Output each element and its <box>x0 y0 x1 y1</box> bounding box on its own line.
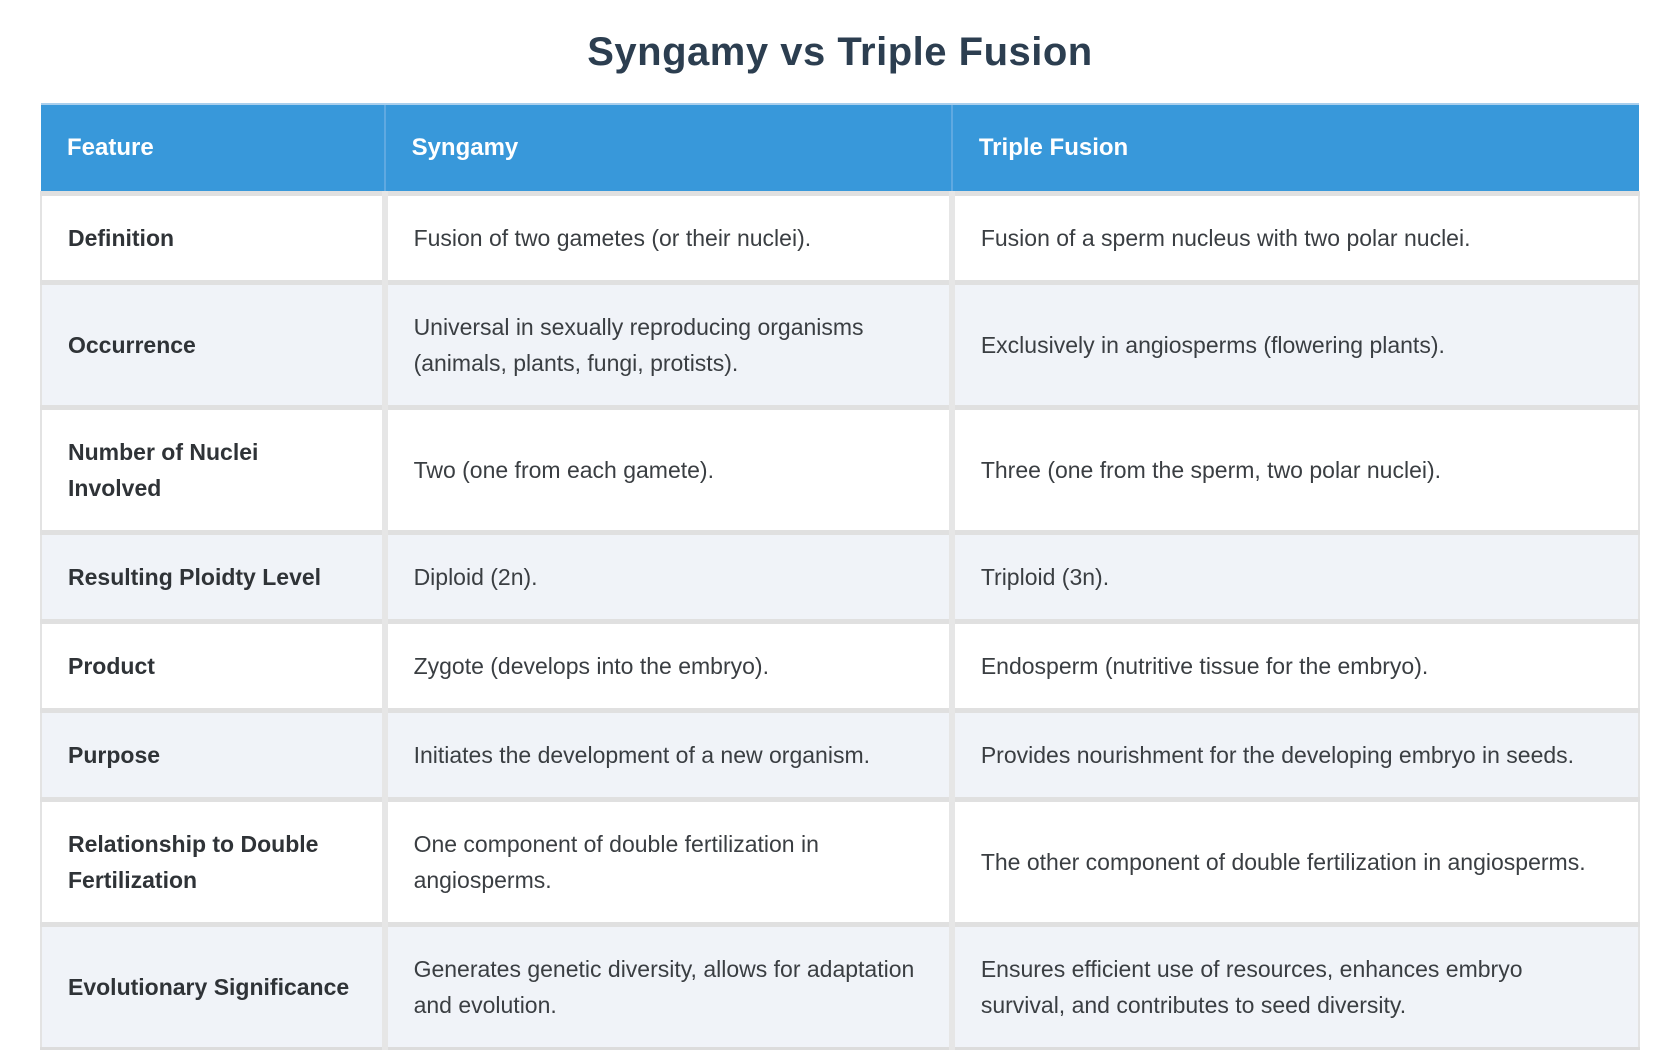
table-row: Resulting Ploidty Level Diploid (2n). Tr… <box>40 530 1641 622</box>
triple-fusion-cell: Provides nourishment for the developing … <box>948 708 1641 800</box>
header-row: Feature Syngamy Triple Fusion <box>41 103 1639 194</box>
column-header-feature: Feature <box>41 103 385 194</box>
syngamy-cell: Diploid (2n). <box>381 530 952 622</box>
syngamy-cell: Universal in sexually reproducing organi… <box>381 280 952 408</box>
table-row: Definition Fusion of two gametes (or the… <box>40 191 1641 283</box>
table-row: Evolutionary Significance Generates gene… <box>40 922 1641 1050</box>
table-body: Definition Fusion of two gametes (or the… <box>40 191 1641 1050</box>
table-row: Purpose Initiates the development of a n… <box>40 708 1641 800</box>
feature-cell: Purpose <box>40 708 385 800</box>
triple-fusion-cell: Triploid (3n). <box>948 530 1641 622</box>
syngamy-cell: Initiates the development of a new organ… <box>381 708 952 800</box>
syngamy-cell: Fusion of two gametes (or their nuclei). <box>381 191 952 283</box>
table-row: Product Zygote (develops into the embryo… <box>40 619 1641 711</box>
feature-cell: Resulting Ploidty Level <box>40 530 385 622</box>
feature-cell: Product <box>40 619 385 711</box>
feature-cell: Definition <box>40 191 385 283</box>
triple-fusion-cell: Fusion of a sperm nucleus with two polar… <box>948 191 1641 283</box>
table-row: Occurrence Universal in sexually reprodu… <box>40 280 1641 408</box>
triple-fusion-cell: The other component of double fertilizat… <box>948 797 1641 925</box>
table-header: Feature Syngamy Triple Fusion <box>41 103 1639 194</box>
triple-fusion-cell: Three (one from the sperm, two polar nuc… <box>948 405 1641 533</box>
triple-fusion-cell: Ensures efficient use of resources, enha… <box>948 922 1641 1050</box>
triple-fusion-cell: Exclusively in angiosperms (flowering pl… <box>948 280 1641 408</box>
column-header-syngamy: Syngamy <box>383 103 952 194</box>
column-header-triple-fusion: Triple Fusion <box>950 103 1639 194</box>
syngamy-cell: Zygote (develops into the embryo). <box>381 619 952 711</box>
syngamy-cell: One component of double fertilization in… <box>381 797 952 925</box>
feature-cell: Evolutionary Significance <box>40 922 385 1050</box>
feature-cell: Relationship to Double Fertilization <box>40 797 385 925</box>
syngamy-cell: Two (one from each gamete). <box>381 405 952 533</box>
table-row: Relationship to Double Fertilization One… <box>40 797 1641 925</box>
feature-cell: Occurrence <box>40 280 385 408</box>
page-title: Syngamy vs Triple Fusion <box>587 30 1093 74</box>
triple-fusion-cell: Endosperm (nutritive tissue for the embr… <box>948 619 1641 711</box>
table-row: Number of Nuclei Involved Two (one from … <box>40 405 1641 533</box>
syngamy-cell: Generates genetic diversity, allows for … <box>381 922 952 1050</box>
feature-cell: Number of Nuclei Involved <box>40 405 385 533</box>
comparison-table: Feature Syngamy Triple Fusion Definition… <box>40 103 1641 1050</box>
